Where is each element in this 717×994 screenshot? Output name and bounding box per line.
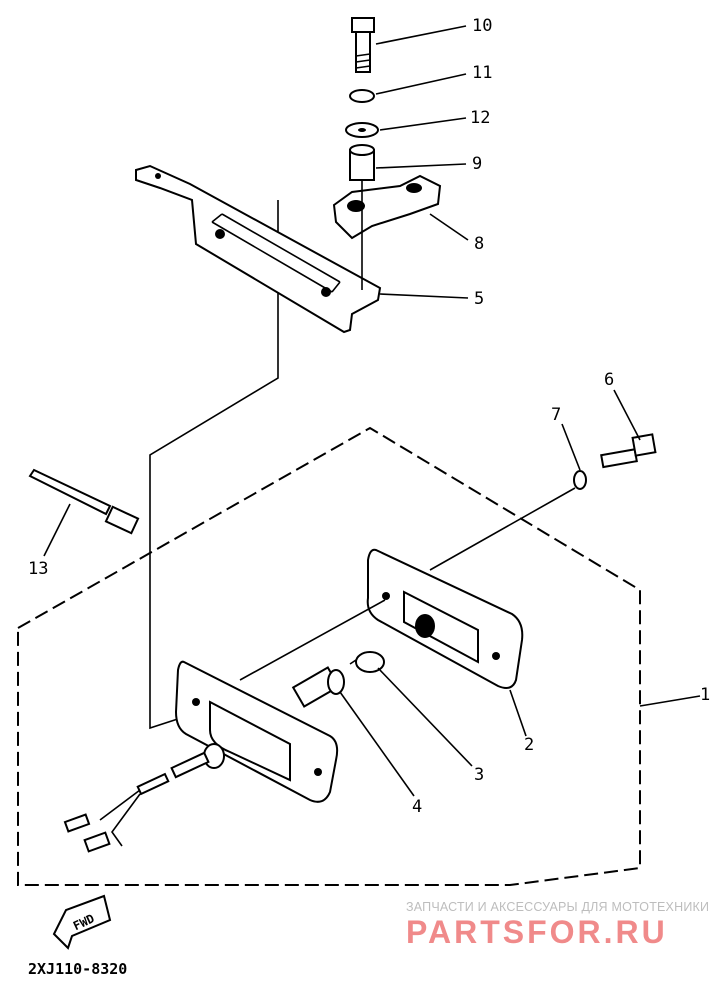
socket-part-4 [291,666,345,708]
callout-8: 8 [474,234,484,254]
callout-2: 2 [524,735,534,755]
bolt-part-10 [351,17,375,73]
license-bracket-part-5 [135,164,382,334]
bolt-part-6 [600,433,657,469]
washer-part-12 [345,122,379,138]
lock-washer-part-11 [349,89,375,103]
bracket-arm-part-8 [332,174,442,240]
lamp-housing [174,660,339,803]
callout-5: 5 [474,289,484,309]
callout-12: 12 [470,108,490,128]
callout-6: 6 [604,370,614,390]
callout-4: 4 [412,797,422,817]
cover-axis-line [239,599,386,681]
fwd-arrow-icon: FWD [52,894,112,950]
washer-part-7 [573,470,587,490]
lens-cover-part-2 [366,548,524,689]
callout-9: 9 [472,154,482,174]
bulb-part-3 [349,651,385,673]
callout-1: 1 [700,685,710,705]
cable-tie-part-13 [28,468,140,535]
wire-harness [63,751,210,853]
watermark-brand: PARTSFOR.RU [406,914,668,950]
callout-7: 7 [551,405,561,425]
drawing-code: 2XJ110-8320 [28,960,128,978]
fastener-axis-line [429,487,576,571]
callout-11: 11 [472,63,492,83]
callout-3: 3 [474,765,484,785]
watermark-tagline: ЗАПЧАСТИ И АКСЕССУАРЫ ДЛЯ МОТОТЕХНИКИ [406,900,710,914]
leader-lines [43,25,701,797]
assembly-outline [17,426,641,886]
mount-reference-line [149,200,279,730]
callout-10: 10 [472,16,492,36]
collar-part-9 [349,144,375,181]
callout-13: 13 [28,559,48,579]
